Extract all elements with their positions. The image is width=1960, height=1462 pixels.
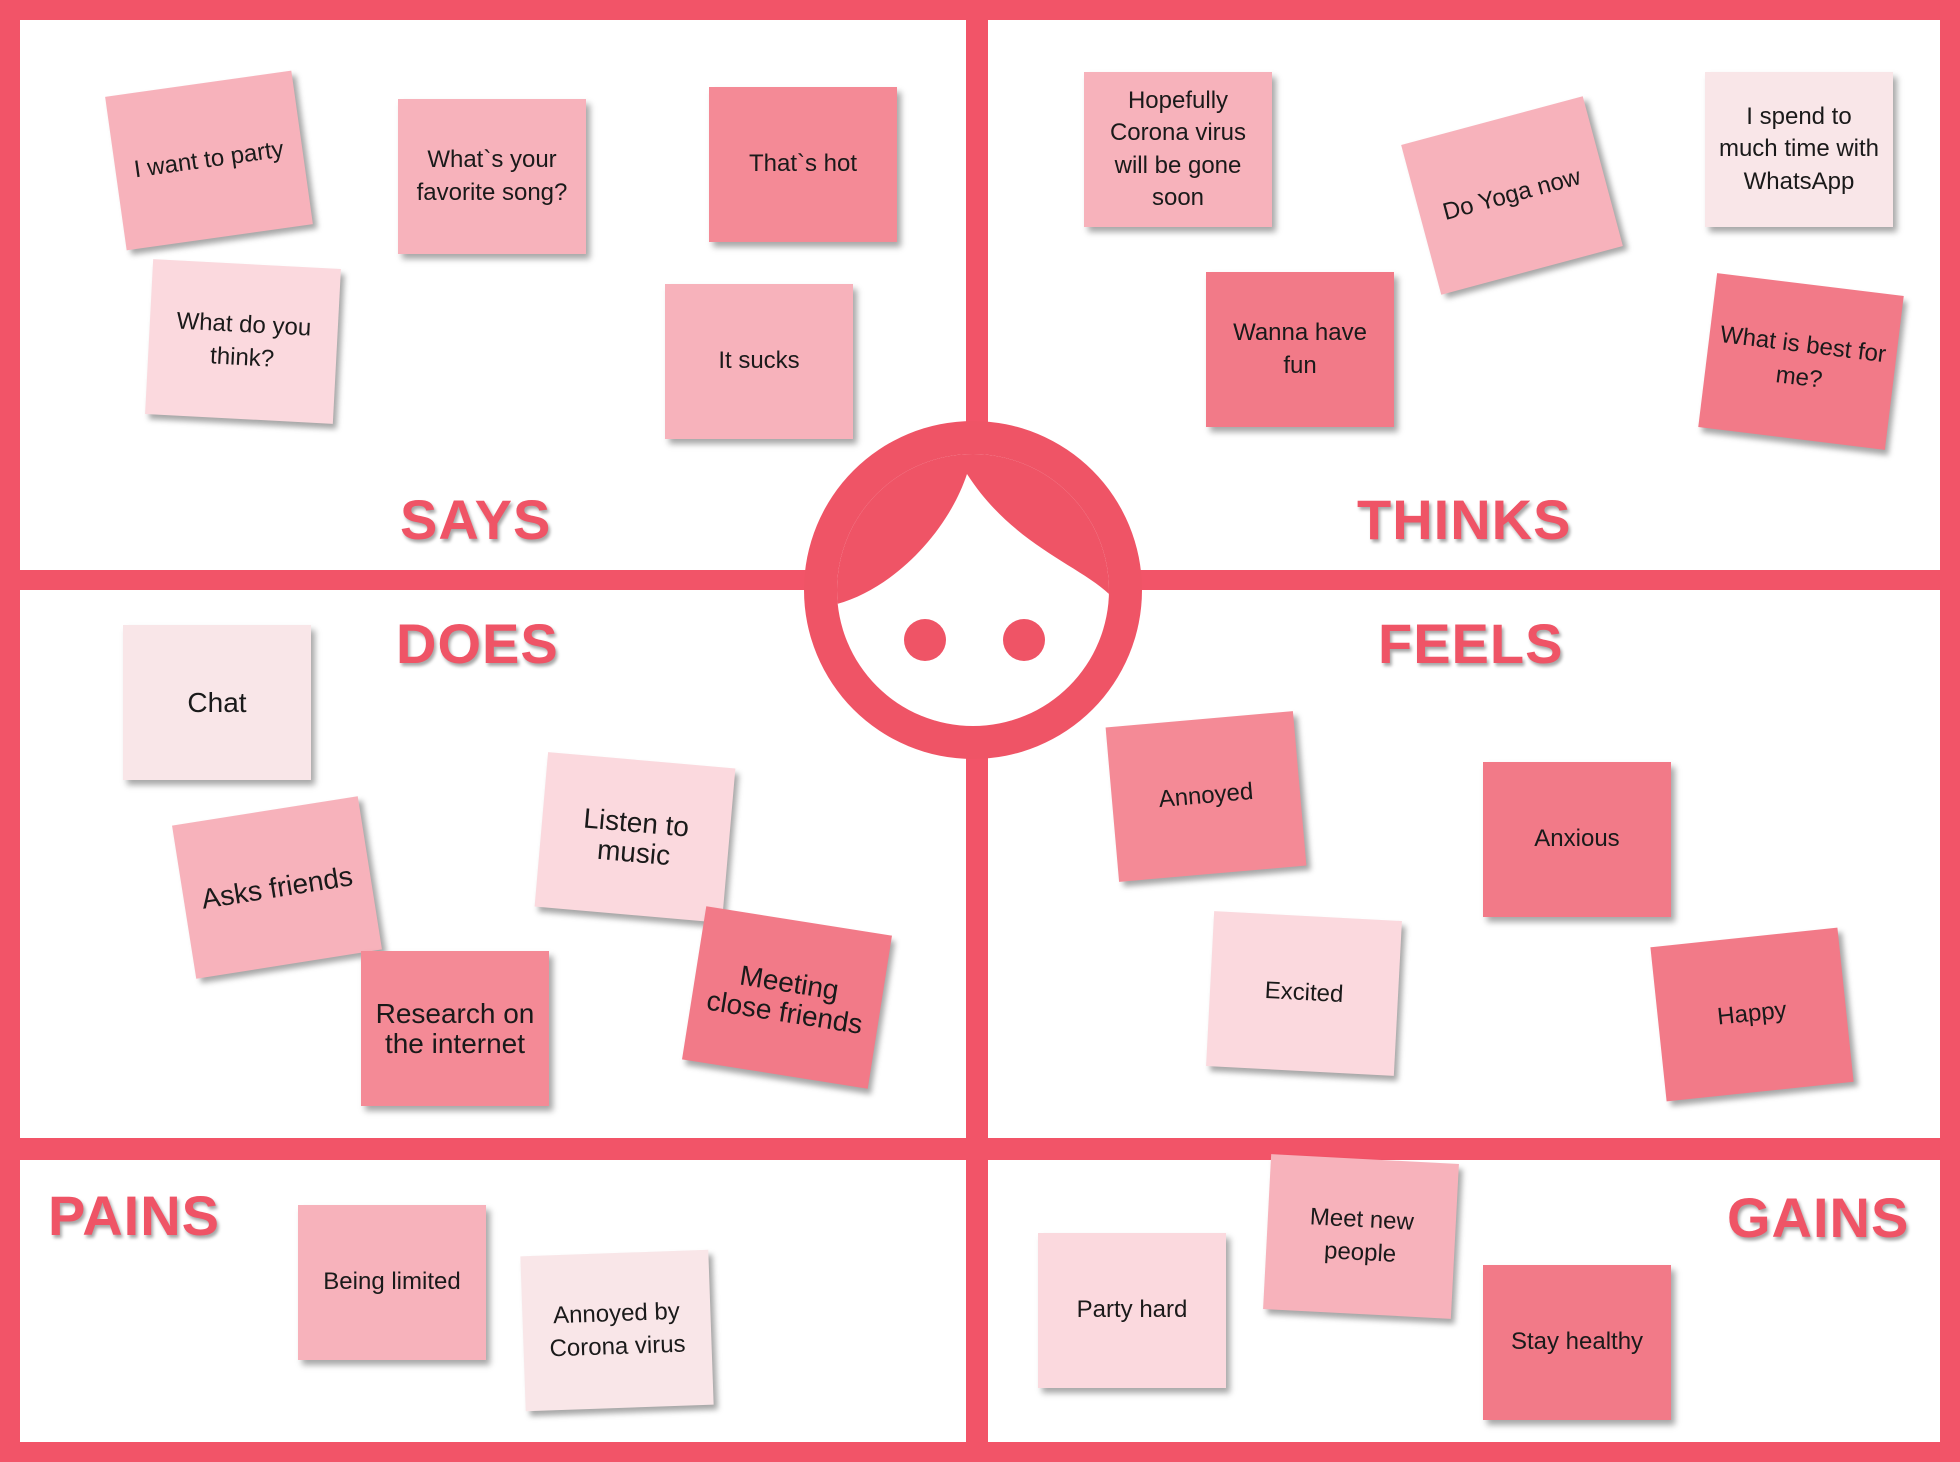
person-face-icon [804, 421, 1142, 759]
sticky-note[interactable]: I spend to much time with WhatsApp [1705, 72, 1893, 227]
thinks-title: THINKS [1357, 488, 1572, 551]
sticky-note[interactable]: Listen to music [534, 752, 736, 923]
right-eye [1003, 619, 1045, 661]
says-title: SAYS [400, 488, 552, 551]
sticky-note[interactable]: I want to party [105, 70, 313, 251]
sticky-note[interactable]: Meet new people [1263, 1154, 1459, 1319]
sticky-note[interactable]: What do you think? [145, 259, 341, 424]
sticky-note[interactable]: Hopefully Corona virus will be gone soon [1084, 72, 1272, 227]
pains-title: PAINS [48, 1184, 220, 1247]
sticky-note[interactable]: Research on the internet [361, 951, 549, 1106]
sticky-note[interactable]: Anxious [1483, 762, 1671, 917]
does-title: DOES [396, 612, 559, 675]
sticky-note[interactable]: Stay healthy [1483, 1265, 1671, 1420]
sticky-note[interactable]: What is best for me? [1698, 273, 1904, 450]
left-eye [904, 619, 946, 661]
sticky-note[interactable]: Annoyed by Corona virus [520, 1249, 714, 1412]
sticky-note[interactable]: Being limited [298, 1205, 486, 1360]
pains-panel [20, 1160, 966, 1442]
sticky-note[interactable]: That`s hot [709, 87, 897, 242]
sticky-note[interactable]: Chat [123, 625, 311, 780]
sticky-note[interactable]: Excited [1206, 911, 1402, 1076]
gains-title: GAINS [1727, 1186, 1910, 1249]
sticky-note[interactable]: Wanna have fun [1206, 272, 1394, 427]
sticky-note[interactable]: Annoyed [1105, 711, 1307, 882]
face-inner [837, 454, 1109, 726]
sticky-note[interactable]: What`s your favorite song? [398, 99, 586, 254]
feels-title: FEELS [1378, 612, 1564, 675]
face-svg [837, 454, 1109, 661]
sticky-note[interactable]: Happy [1650, 927, 1854, 1102]
sticky-note[interactable]: Meeting close friends [682, 906, 892, 1089]
sticky-note[interactable]: Asks friends [172, 796, 382, 979]
sticky-note[interactable]: Party hard [1038, 1233, 1226, 1388]
hair-shape [837, 454, 1109, 604]
sticky-note[interactable]: It sucks [665, 284, 853, 439]
